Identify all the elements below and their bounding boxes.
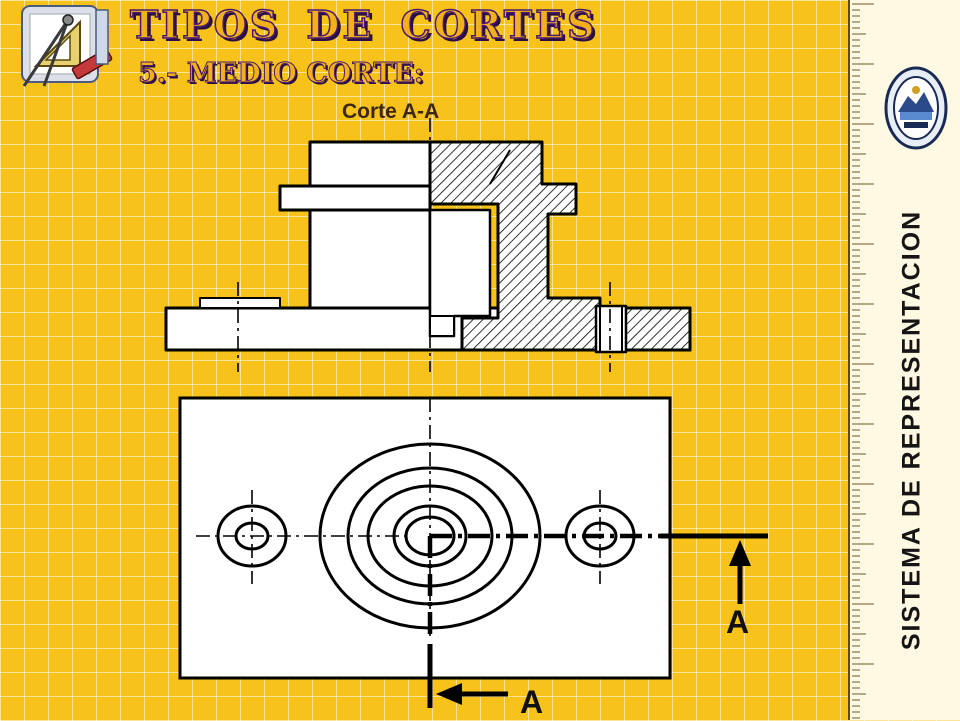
hub-left-exterior <box>308 140 432 310</box>
cut-label-vertical: A <box>726 604 750 640</box>
drafting-tools-icon <box>21 5 113 87</box>
cut-arrow-horizontal <box>436 683 508 705</box>
ruler-strip <box>848 0 960 720</box>
section-label: Corte A-A <box>342 100 440 123</box>
page-title: TIPOS DE CORTES <box>129 1 598 48</box>
bore-step <box>429 315 455 337</box>
ruler-ticks <box>852 3 874 719</box>
cutting-plane-ends <box>427 533 768 708</box>
front-view-section <box>164 140 692 354</box>
front-view-center-lines <box>237 118 611 372</box>
cut-label-horizontal: A <box>520 684 544 720</box>
cutting-plane-line <box>427 533 660 636</box>
sidebar-vertical-text: SISTEMA DE REPRESENTACION <box>897 209 926 651</box>
flange-left <box>278 184 432 212</box>
base-step-left <box>199 297 281 309</box>
technical-drawing <box>164 118 768 708</box>
university-emblem-icon <box>884 66 948 150</box>
page-subtitle: 5.- MEDIO CORTE: <box>138 58 425 90</box>
cut-arrow-vertical <box>729 540 751 604</box>
